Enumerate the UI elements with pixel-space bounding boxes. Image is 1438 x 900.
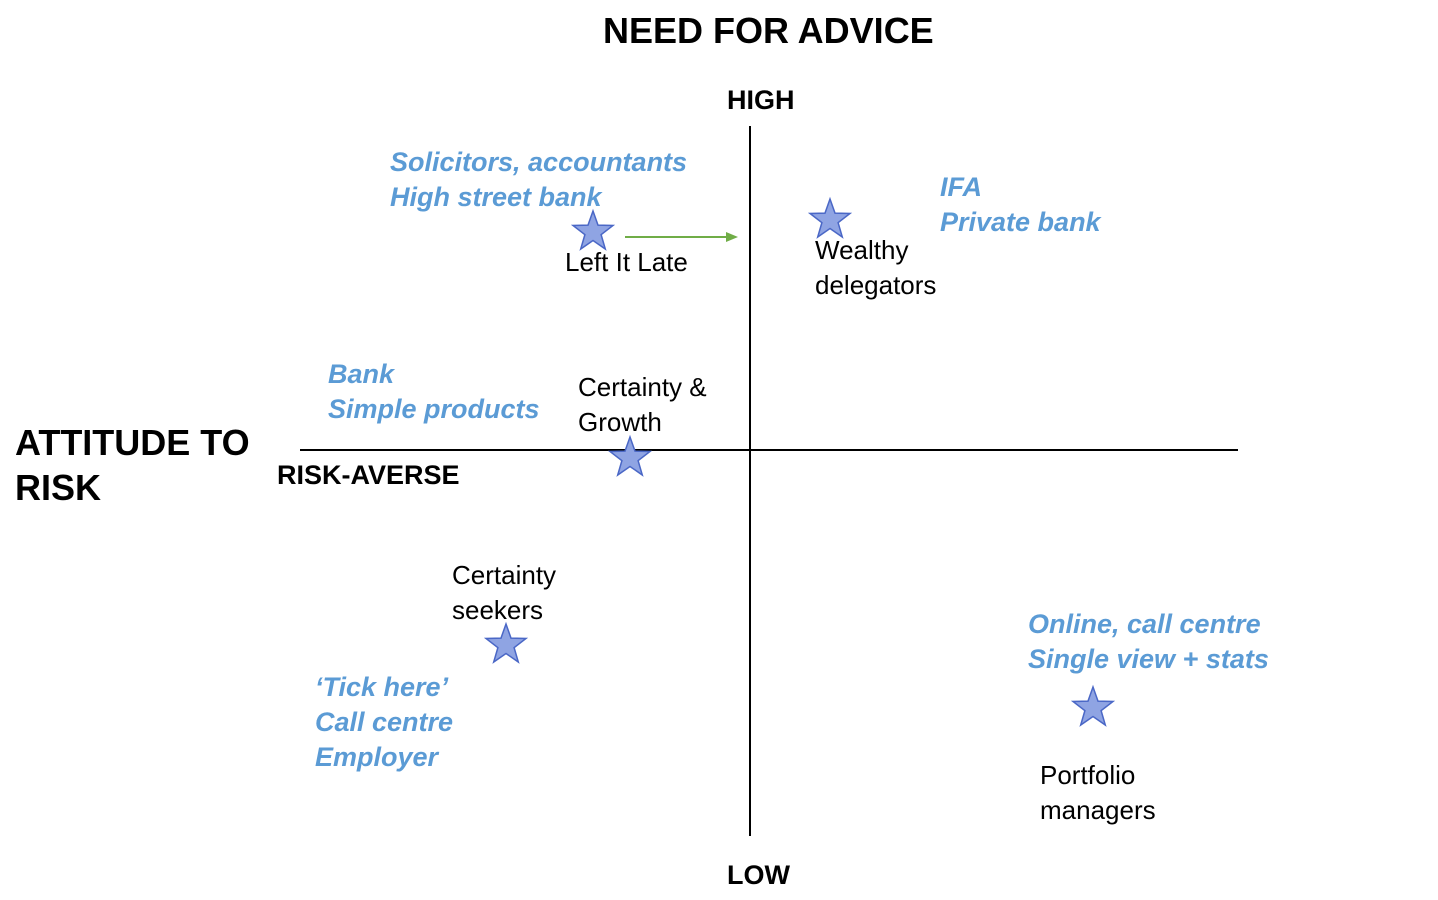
channel-label-line: ‘Tick here’ [315, 672, 449, 702]
segment-label-line: managers [1040, 795, 1156, 825]
segment-label-certainty-growth: Certainty & Growth [578, 370, 707, 440]
axis-risk-averse-label: RISK-AVERSE [277, 460, 460, 490]
channel-label-line: Solicitors, accountants [390, 147, 688, 177]
axis-attitude-title: ATTITUDE TO RISK [15, 420, 285, 510]
axis-high-label: HIGH [727, 85, 795, 115]
channel-label-line: Online, call centre [1028, 609, 1261, 639]
axis-attitude-title-line: RISK [15, 467, 102, 508]
axis-attitude-title-line: ATTITUDE TO [15, 422, 250, 463]
star-icon-certainty-growth [607, 434, 653, 477]
channel-label-line: Bank [328, 359, 395, 389]
channel-label-tick-here: ‘Tick here’ Call centre Employer [315, 670, 453, 775]
star-icon-left-it-late [570, 208, 616, 251]
channel-label-line: IFA [940, 172, 983, 202]
segment-label-line: Left It Late [565, 247, 688, 277]
star-icon-certainty-seekers [483, 621, 529, 664]
chart-title: NEED FOR ADVICE [603, 10, 934, 51]
channel-label-ifa: IFA Private bank [940, 170, 1101, 240]
segment-label-wealthy-delegators: Wealthy delegators [815, 233, 936, 303]
channel-label-solicitors: Solicitors, accountants High street bank [390, 145, 687, 215]
segment-label-line: Portfolio [1040, 760, 1136, 790]
segment-label-line: Growth [578, 407, 662, 437]
segment-label-portfolio-managers: Portfolio managers [1040, 758, 1156, 828]
segment-label-line: Certainty & [578, 372, 707, 402]
segment-label-line: delegators [815, 270, 937, 300]
channel-label-line: Private bank [940, 207, 1101, 237]
segment-label-line: Wealthy [815, 235, 909, 265]
channel-label-online: Online, call centre Single view + stats [1028, 607, 1269, 677]
channel-label-line: Single view + stats [1028, 644, 1269, 674]
star-icon-wealthy-delegators [807, 196, 853, 239]
channel-label-line: High street bank [390, 182, 602, 212]
segment-label-left-it-late: Left It Late [565, 245, 688, 280]
segment-label-certainty-seekers: Certainty seekers [452, 558, 556, 628]
arrow-right-icon [625, 232, 738, 242]
star-icon-portfolio-managers [1070, 684, 1116, 727]
channel-label-line: Call centre [315, 707, 454, 737]
channel-label-bank: Bank Simple products [328, 357, 540, 427]
channel-label-line: Employer [315, 742, 439, 772]
segment-label-line: seekers [452, 595, 544, 625]
channel-label-line: Simple products [328, 394, 540, 424]
axis-low-label: LOW [727, 860, 790, 890]
segment-label-line: Certainty [452, 560, 557, 590]
